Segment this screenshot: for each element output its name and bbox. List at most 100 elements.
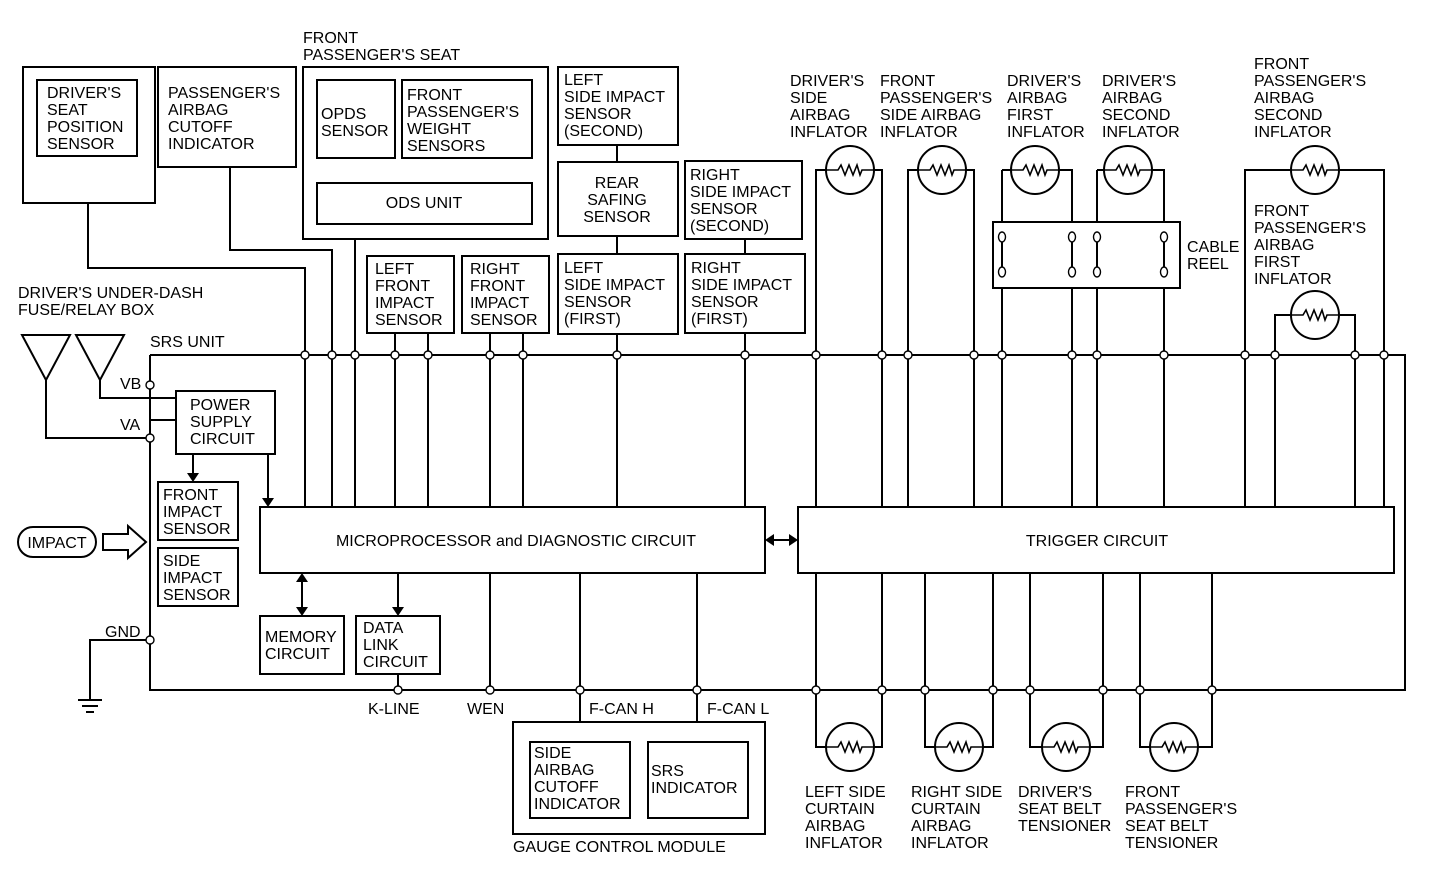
label-line: DRIVER'S	[1018, 784, 1092, 801]
label-line: DRIVER'S UNDER-DASH	[18, 285, 203, 302]
label-line: AIRBAG	[790, 107, 850, 124]
label-line: AIRBAG	[1254, 237, 1314, 254]
label-line: SIDE IMPACT	[690, 184, 791, 201]
label-line: LEFT	[375, 261, 414, 278]
label-line: AIRBAG	[1102, 90, 1162, 107]
junction-node	[1270, 350, 1280, 360]
cable-reel-terminal	[1159, 266, 1169, 278]
gnd-label: GND	[105, 624, 141, 641]
inflator-icon	[825, 145, 875, 195]
cable-reel-terminal	[1092, 266, 1102, 278]
impact-label: IMPACT	[27, 535, 86, 552]
junction-node	[740, 350, 750, 360]
label-line: AIRBAG	[911, 818, 971, 835]
junction-nodes	[145, 231, 1389, 695]
label-line: FUSE/RELAY BOX	[18, 302, 155, 319]
arrow-head	[187, 473, 199, 482]
junction-node	[300, 350, 310, 360]
label-line: CURTAIN	[805, 801, 875, 818]
label-line: AIRBAG	[1254, 90, 1314, 107]
label-line: PASSENGER'S	[168, 85, 280, 102]
arrow-head	[262, 498, 274, 507]
trigger-label: TRIGGER CIRCUIT	[1026, 533, 1168, 550]
label-line: INFLATOR	[1254, 124, 1332, 141]
junction-node	[485, 350, 495, 360]
label-line: INFLATOR	[1254, 271, 1332, 288]
label-line: INFLATOR	[1007, 124, 1085, 141]
label-line: IMPACT	[375, 295, 434, 312]
junction-node	[390, 350, 400, 360]
junction-node	[692, 685, 702, 695]
label-line: CUTOFF	[534, 779, 599, 796]
inflator-icon	[1041, 722, 1091, 772]
junction-node	[969, 350, 979, 360]
label-line: SIDE	[534, 745, 571, 762]
label-line: FRONT	[407, 87, 462, 104]
label-line: SENSOR	[321, 123, 389, 140]
junction-node	[1159, 350, 1169, 360]
label-line: DRIVER'S	[790, 73, 864, 90]
label-line: RIGHT	[691, 260, 741, 277]
label-line: FRONT	[1125, 784, 1180, 801]
label-line: SEAT BELT	[1125, 818, 1209, 835]
label-line: OPDS	[321, 106, 366, 123]
label-line: SECOND	[1254, 107, 1322, 124]
label-line: SENSOR	[470, 312, 538, 329]
junction-node	[327, 350, 337, 360]
fcan-l-label: F-CAN L	[707, 701, 769, 718]
cable-reel-terminal	[997, 231, 1007, 243]
inflator-icon	[1149, 722, 1199, 772]
junction-node	[988, 685, 998, 695]
label-line: SENSOR	[375, 312, 443, 329]
label-line: CIRCUIT	[363, 654, 428, 671]
inflator-icon	[1290, 145, 1340, 195]
junction-node	[145, 433, 155, 443]
inflator-icon	[1290, 290, 1340, 340]
label-line: SIDE	[790, 90, 827, 107]
label-line: LEFT SIDE	[805, 784, 886, 801]
cable-reel-terminal	[1159, 231, 1169, 243]
arrow-head	[765, 534, 774, 546]
label-line: (SECOND)	[690, 218, 769, 235]
inflator-icon	[1103, 145, 1153, 195]
inflator-icon	[1010, 145, 1060, 195]
label-line: SENSORS	[407, 138, 485, 155]
label-line: PASSENGER'S	[1254, 220, 1366, 237]
junction-node	[920, 685, 930, 695]
label-line: CUTOFF	[168, 119, 233, 136]
junction-node	[1207, 685, 1217, 695]
junction-node	[145, 380, 155, 390]
label-line: SIDE IMPACT	[564, 89, 665, 106]
label-line: SIDE	[163, 553, 200, 570]
label-line: IMPACT	[163, 570, 222, 587]
inflator-icon	[825, 722, 875, 772]
arrow-head	[789, 534, 798, 546]
vb-label: VB	[120, 376, 141, 393]
junction-node	[393, 685, 403, 695]
label-line: DRIVER'S	[47, 85, 121, 102]
